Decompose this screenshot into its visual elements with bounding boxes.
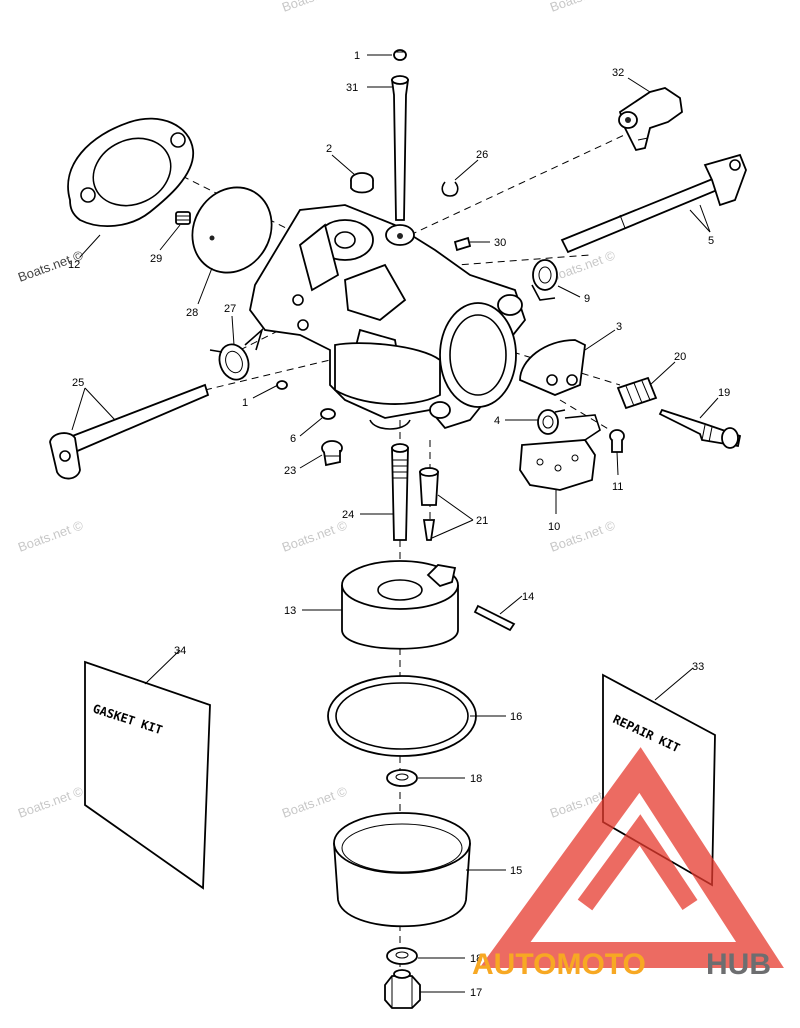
callout-numbers: 1 31 32 2 26 30 12 29 28 27 25 1 6 23 24…	[68, 50, 730, 999]
callout-label: 1	[354, 50, 360, 62]
logo-text-automoto: AUTOMOTO	[472, 948, 646, 981]
bowl-gasket	[327, 675, 477, 757]
mixture-screw	[658, 408, 742, 449]
flange-gasket	[67, 117, 194, 227]
idle-screw	[453, 236, 472, 252]
callout-label: 20	[674, 351, 686, 363]
watermark: Boats.net ©	[548, 247, 618, 285]
fuel-fitting	[618, 87, 683, 152]
callout-label: 15	[510, 865, 522, 877]
callout-label: 29	[150, 253, 162, 265]
callout-label: 21	[476, 515, 488, 527]
callout-label: 2	[326, 143, 332, 155]
retaining-clip	[441, 181, 459, 197]
watermark: Boats.net ©	[548, 0, 618, 15]
callout-label: 5	[708, 235, 714, 247]
callout-label: 26	[476, 149, 488, 161]
callout-label: 16	[510, 711, 522, 723]
automotohub-wordmark: AUTOMOTO HUB	[472, 948, 771, 981]
welch-plug	[350, 172, 374, 194]
callout-label: 3	[616, 321, 622, 333]
callout-label: 24	[342, 509, 354, 521]
screw	[175, 211, 191, 225]
leader-lines	[71, 54, 719, 993]
callout-label: 10	[548, 521, 560, 533]
callout-label: 12	[68, 259, 80, 271]
inlet-needle-valve	[419, 467, 439, 541]
washer-upper	[386, 769, 418, 787]
bracket-screw	[609, 429, 625, 453]
float-bowl	[333, 812, 471, 928]
watermark: Boats.net ©	[280, 783, 350, 821]
callout-label: 19	[718, 387, 730, 399]
idle-spring	[616, 376, 658, 410]
watermark: Boats.net ©	[16, 517, 86, 555]
drain-nut	[384, 969, 421, 1009]
choke-plate	[519, 339, 586, 396]
choke-shaft	[560, 153, 747, 254]
logo-text-hub: HUB	[706, 948, 771, 981]
o-ring-small	[320, 408, 336, 420]
float-spring	[537, 409, 566, 435]
throttle-spring	[209, 327, 264, 381]
callout-label: 17	[470, 987, 482, 999]
callout-label: 30	[494, 237, 506, 249]
throttle-shaft	[49, 383, 210, 480]
callout-label: 23	[284, 465, 296, 477]
callout-label: 18	[470, 773, 482, 785]
bracket-plate	[519, 414, 601, 491]
throttle-plate	[191, 186, 273, 274]
callout-label: 1	[242, 397, 248, 409]
logo-inner-chevron	[577, 814, 698, 911]
watermark: Boats.net ©	[280, 0, 350, 15]
callout-label: 27	[224, 303, 236, 315]
callout-label: 11	[612, 481, 623, 493]
callout-label: 34	[174, 645, 186, 657]
main-jet	[391, 443, 409, 541]
callout-label: 18	[470, 953, 482, 965]
adjust-screw	[321, 440, 343, 467]
float	[341, 560, 459, 650]
choke-spring	[531, 259, 558, 301]
callout-label: 32	[612, 67, 624, 79]
long-needle	[390, 75, 410, 221]
logo-triangle	[479, 747, 784, 968]
watermark: Boats.net ©	[280, 517, 350, 555]
callout-label: 13	[284, 605, 296, 617]
callout-label: 9	[584, 293, 590, 305]
watermark: Boats.net ©	[16, 783, 86, 821]
callout-label: 14	[522, 591, 534, 603]
callout-label: 33	[692, 661, 704, 673]
gasket-kit-card: GASKET KIT	[84, 660, 211, 890]
automotohub-logo	[479, 747, 784, 968]
float-pin	[473, 604, 516, 632]
small-cap-lower	[276, 380, 288, 390]
carburetor-body	[249, 204, 527, 430]
callout-label: 28	[186, 307, 198, 319]
callout-label: 4	[494, 415, 500, 427]
washer-lower	[386, 947, 418, 965]
small-cap	[393, 49, 407, 61]
callout-label: 31	[346, 82, 358, 94]
callout-label: 25	[72, 377, 84, 389]
callout-label: 6	[290, 433, 296, 445]
